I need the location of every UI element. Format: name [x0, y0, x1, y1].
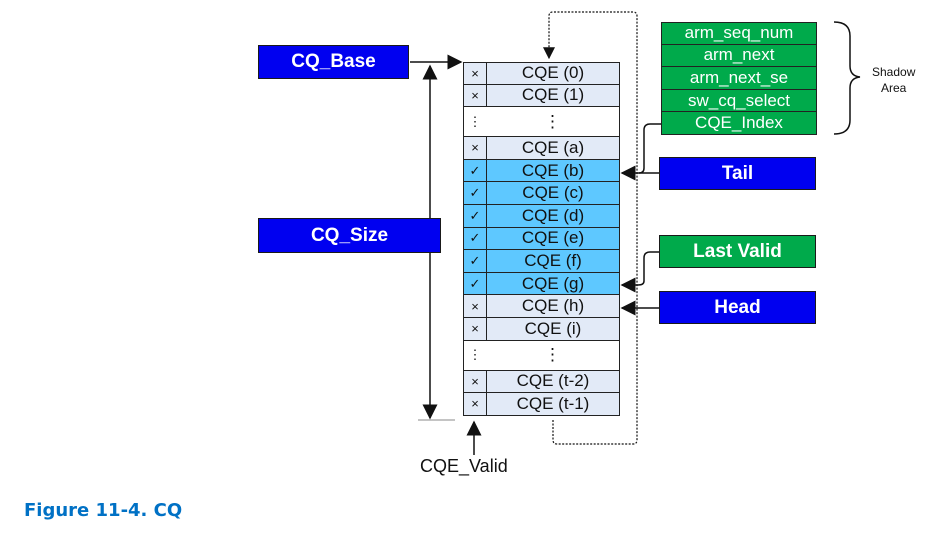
completion-queue: ×CQE (0)×CQE (1)⋮⋮×CQE (a)✓CQE (b)✓CQE (…: [463, 62, 620, 416]
invalid-x-icon: ×: [464, 370, 487, 393]
cqe-entry-name: CQE (b): [521, 160, 585, 180]
shadow-field: sw_cq_select: [661, 89, 817, 113]
cqe-entry-name: CQE (g): [521, 273, 585, 293]
figure-caption: Figure 11-4. CQ: [24, 500, 183, 521]
cqe-entry-name: ⋮: [544, 345, 561, 365]
shadow-area-label: Shadow Area: [872, 64, 915, 96]
head-label: Head: [659, 291, 816, 324]
cqe-entry-name: CQE (e): [521, 228, 585, 248]
cqe-entry-row: × CQE (h): [463, 295, 620, 318]
cqe-entry-name: CQE (i): [524, 318, 582, 338]
shadow-area-label-line2: Area: [881, 81, 907, 95]
invalid-x-icon: ×: [464, 84, 487, 107]
cqe-index-arrow: [638, 123, 661, 174]
invalid-x-icon: ×: [464, 295, 487, 317]
valid-check-icon: ✓: [464, 250, 487, 272]
ellipsis-icon: ⋮: [468, 113, 482, 129]
shadow-field: arm_next: [661, 44, 817, 68]
cqe-entry-row: ✓ CQE (d): [463, 204, 620, 228]
cqe-entry-row: × CQE (t-2): [463, 370, 620, 394]
cqe-entry-row: ✓ CQE (e): [463, 227, 620, 251]
cqe-entry-name: CQE (c): [522, 183, 584, 203]
shadow-field: arm_next_se: [661, 67, 817, 90]
valid-check-icon: ✓: [464, 182, 487, 204]
cqe-entry-row: × CQE (0): [463, 62, 620, 85]
queue-gap-row: ⋮⋮: [463, 107, 620, 138]
cqe-entry-row: ✓ CQE (b): [463, 159, 620, 183]
tail-label: Tail: [659, 157, 816, 190]
cqe-valid-label: CQE_Valid: [420, 456, 508, 476]
shadow-field-cqe-index: CQE_Index: [661, 112, 817, 135]
shadow-area-table: arm_seq_num arm_next arm_next_se sw_cq_s…: [661, 22, 817, 135]
cqe-entry-name: ⋮: [544, 111, 561, 131]
invalid-x-icon: ×: [464, 63, 487, 84]
cqe-entry-row: × CQE (1): [463, 84, 620, 108]
cqe-entry-name: CQE (t-2): [516, 371, 590, 391]
cqe-entry-row: ✓ CQE (g): [463, 272, 620, 296]
last-valid-label: Last Valid: [659, 235, 816, 268]
ellipsis-icon: ⋮: [468, 347, 482, 363]
shadow-field: arm_seq_num: [661, 22, 817, 45]
last-valid-arrow: [620, 251, 660, 293]
cqe-entry-name: CQE (h): [521, 296, 585, 316]
invalid-x-icon: ×: [464, 393, 487, 415]
cqe-entry-name: CQE (a): [521, 137, 585, 157]
valid-check-icon: ✓: [464, 159, 487, 182]
cq-base-label: CQ_Base: [258, 45, 409, 79]
cqe-entry-name: CQE (1): [521, 85, 585, 105]
cqe-entry-name: CQE (t-1): [516, 393, 590, 413]
cqe-entry-row: × CQE (t-1): [463, 393, 620, 416]
cqe-entry-row: ✓ CQE (c): [463, 182, 620, 205]
cqe-entry-name: CQE (d): [521, 205, 585, 225]
valid-check-icon: ✓: [464, 204, 487, 227]
invalid-x-icon: ×: [464, 137, 487, 159]
valid-check-icon: ✓: [464, 227, 487, 250]
cqe-entry-row: ✓ CQE (f): [463, 250, 620, 273]
shadow-area-brace: [833, 21, 861, 135]
cq-size-label: CQ_Size: [258, 218, 441, 253]
cqe-entry-name: CQE (0): [521, 63, 585, 83]
wraparound-dashed-path: [543, 11, 638, 445]
queue-gap-row: ⋮⋮: [463, 340, 620, 371]
valid-check-icon: ✓: [464, 272, 487, 295]
cqe-entry-row: × CQE (a): [463, 137, 620, 160]
shadow-area-label-line1: Shadow: [872, 65, 916, 79]
cqe-entry-name: CQE (f): [524, 250, 582, 270]
invalid-x-icon: ×: [464, 317, 487, 340]
cqe-entry-row: × CQE (i): [463, 317, 620, 341]
